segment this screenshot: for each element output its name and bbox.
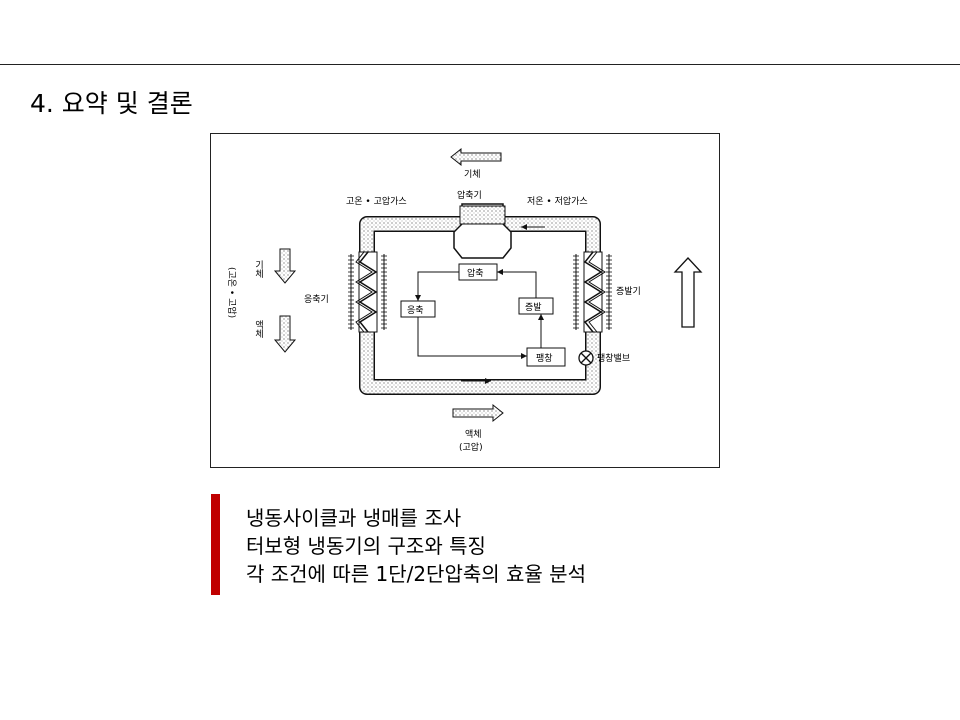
summary-list: 냉동사이클과 냉매를 조사 터보형 냉동기의 구조와 특징 각 조건에 따른 1… bbox=[246, 504, 586, 588]
label-bottom-high: (고압) bbox=[459, 441, 483, 453]
label-box-expand: 팽창 bbox=[536, 353, 553, 364]
label-high-pressure: 고온 • 고압가스 bbox=[346, 195, 407, 207]
condenser-coil bbox=[350, 251, 385, 333]
accent-bar bbox=[211, 494, 220, 595]
expansion-valve-symbol bbox=[578, 350, 594, 366]
label-box-compress: 압축 bbox=[467, 267, 484, 279]
label-expansion-valve: 팽창밸브 bbox=[597, 353, 630, 364]
summary-item: 터보형 냉동기의 구조와 특징 bbox=[246, 534, 486, 558]
label-condenser: 응축기 bbox=[304, 294, 329, 305]
slide-title: 4. 요약 및 결론 bbox=[30, 89, 193, 118]
summary-item: 각 조건에 따른 1단/2단압축의 효율 분석 bbox=[246, 562, 586, 586]
label-low-pressure: 저온 • 저압가스 bbox=[527, 195, 588, 207]
refrigeration-cycle-diagram: 기체 압축기 고온 • 고압가스 저온 • 저압가스 응축기 증발기 압축 응축… bbox=[210, 133, 720, 468]
label-top-gas: 기체 bbox=[464, 169, 481, 180]
label-evaporator: 증발기 bbox=[616, 286, 641, 297]
left-gas-down-arrow bbox=[273, 248, 297, 284]
left-liquid-down-arrow bbox=[273, 315, 297, 353]
top-gas-arrow bbox=[450, 147, 502, 167]
label-bottom-liquid: 액체 bbox=[465, 428, 482, 440]
box-expand bbox=[526, 347, 566, 367]
bottom-liquid-arrow bbox=[452, 403, 504, 423]
header-divider bbox=[0, 64, 960, 65]
evaporator-coil bbox=[575, 251, 610, 333]
label-compressor: 압축기 bbox=[457, 189, 482, 201]
label-left-vertical: (고온 • 고압) bbox=[226, 267, 238, 318]
label-box-evaporate: 증발 bbox=[525, 302, 542, 313]
summary-item: 냉동사이클과 냉매를 조사 bbox=[246, 506, 462, 530]
label-left-gas: 기체 bbox=[253, 260, 263, 279]
label-box-condense: 응축 bbox=[407, 305, 424, 316]
label-left-liquid: 액체 bbox=[253, 319, 263, 339]
right-up-arrow bbox=[673, 257, 703, 328]
